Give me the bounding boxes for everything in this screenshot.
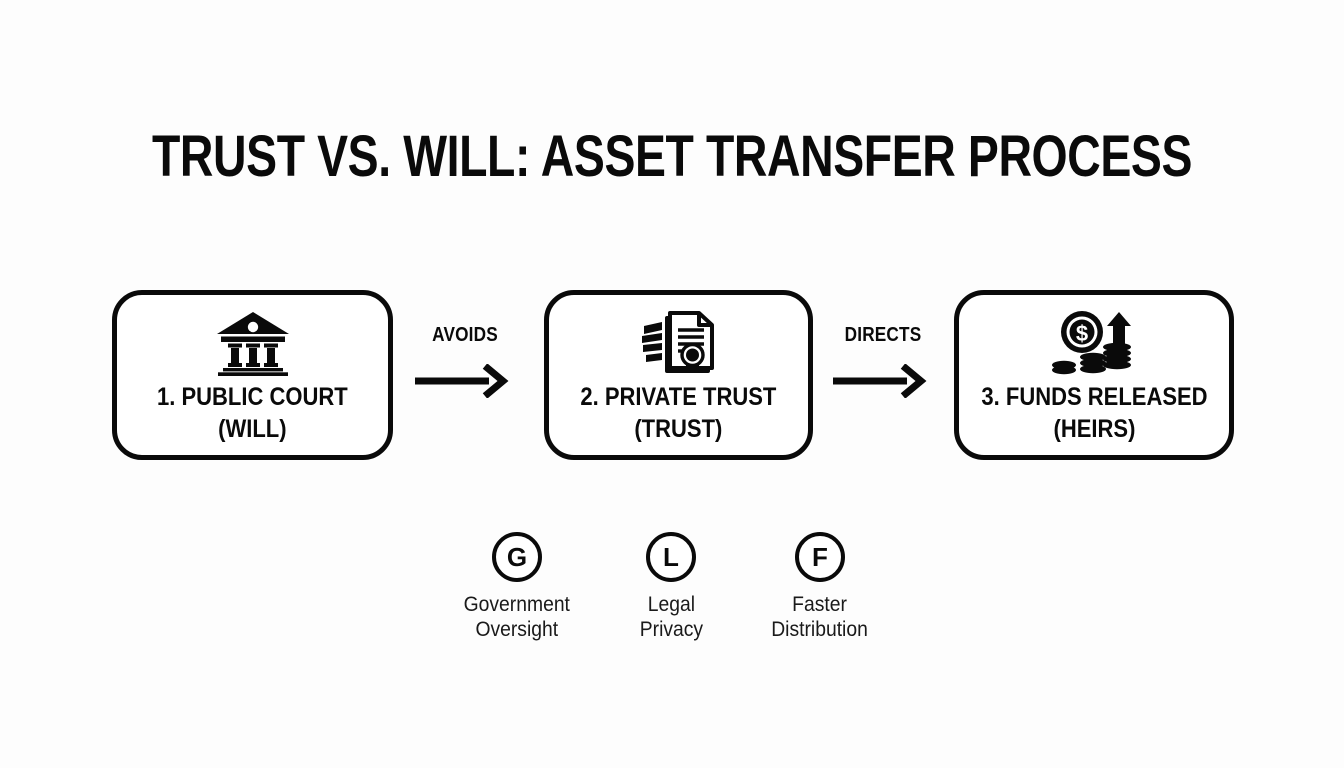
process-step-line1: 1. PUBLIC COURT [157, 383, 348, 411]
legend-badge-l: L [646, 532, 696, 582]
legend-label-line2: Oversight [475, 618, 559, 641]
legend-item-faster-distribution[interactable]: F Faster Distribution [745, 532, 895, 642]
legend-label-line2: Distribution [771, 618, 869, 641]
process-step-line2: (WILL) [218, 415, 287, 443]
process-step-label: 2. PRIVATE TRUST (TRUST) [581, 381, 777, 445]
legend-label: Legal Privacy [639, 592, 702, 642]
connector-directs: DIRECTS [813, 312, 953, 402]
connector-avoids: AVOIDS [395, 312, 535, 402]
process-step-line2: (HEIRS) [1053, 415, 1135, 443]
legend-badge-g: G [492, 532, 542, 582]
process-step-line1: 2. PRIVATE TRUST [580, 383, 777, 411]
legend-label: Faster Distribution [772, 592, 869, 642]
legend: G Government Oversight L Legal Privacy F… [430, 532, 910, 652]
process-step-line2: (TRUST) [634, 415, 723, 443]
legend-label-line1: Faster [792, 593, 848, 616]
legend-item-legal-privacy[interactable]: L Legal Privacy [596, 532, 746, 642]
connector-label: AVOIDS [432, 324, 498, 346]
legend-label-line1: Legal [647, 593, 695, 616]
legend-item-government-oversight[interactable]: G Government Oversight [442, 532, 592, 642]
svg-text:$: $ [1076, 321, 1088, 346]
legend-label-line1: Government [463, 593, 571, 616]
process-step-label: 3. FUNDS RELEASED (HEIRS) [981, 381, 1207, 445]
legend-label-line2: Privacy [639, 618, 703, 641]
process-step-line1: 3. FUNDS RELEASED [980, 383, 1208, 411]
page-title: TRUST VS. WILL: ASSET TRANSFER PROCESS [151, 124, 1193, 189]
process-step-funds-released[interactable]: $ 3. FUNDS RELEASED (HEIRS) [954, 290, 1234, 460]
process-step-label: 1. PUBLIC COURT (WILL) [157, 381, 348, 445]
connector-label: DIRECTS [844, 324, 922, 346]
legend-label: Government Oversight [464, 592, 570, 642]
courthouse-icon [213, 307, 293, 379]
trust-document-seal-icon [638, 307, 720, 379]
legend-badge-f: F [795, 532, 845, 582]
arrow-right-icon [413, 363, 513, 403]
money-coins-up-arrow-icon: $ [1049, 307, 1139, 379]
arrow-right-icon [831, 363, 931, 403]
process-step-private-trust[interactable]: 2. PRIVATE TRUST (TRUST) [544, 290, 813, 460]
process-step-public-court[interactable]: 1. PUBLIC COURT (WILL) [112, 290, 393, 460]
